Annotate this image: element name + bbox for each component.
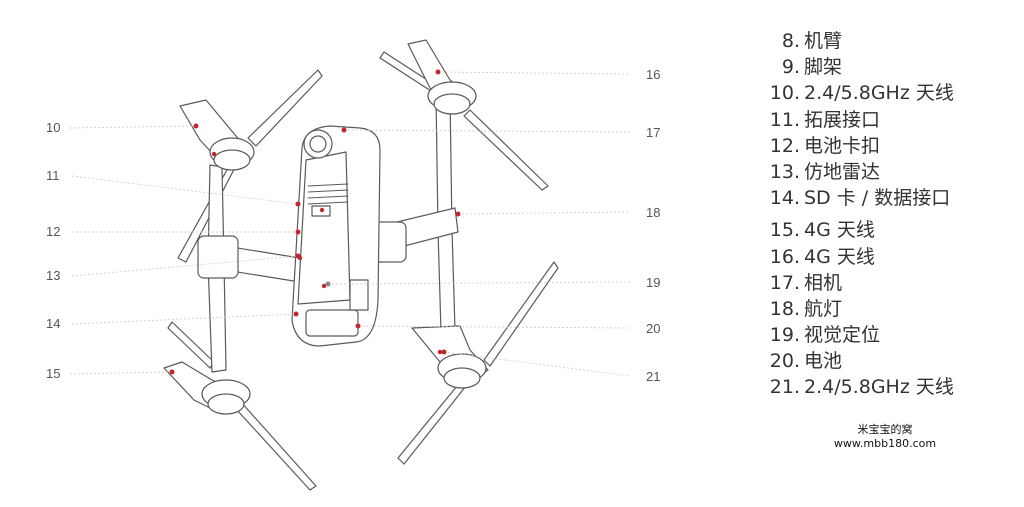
legend-num: 13.: [769, 160, 800, 183]
leader-13: [71, 255, 299, 277]
marker-extra-d: [211, 151, 217, 157]
marker-15: [169, 369, 175, 375]
legend-num: 8.: [781, 30, 800, 52]
legend-item: 15.4G 天线: [760, 217, 1010, 243]
legend-num: 12.: [769, 134, 800, 157]
marker-20: [355, 323, 361, 329]
legend-num: 16.: [769, 245, 800, 268]
battery: [305, 309, 359, 337]
legend-label: 机臂: [804, 30, 843, 52]
legend-item: 9.脚架: [760, 54, 1010, 80]
leader-20: [357, 325, 631, 329]
legend-item: 21.2.4/5.8GHz 天线: [760, 374, 1010, 400]
legend-label: 4G 天线: [804, 219, 875, 242]
callout-12: 12: [46, 224, 60, 239]
callout-17: 17: [646, 125, 660, 140]
legend-num: 10.: [769, 82, 800, 105]
body-inner: [297, 151, 351, 305]
callout-15: 15: [46, 366, 60, 381]
legend-label: 视觉定位: [804, 324, 881, 347]
legend-item: 12.电池卡扣: [760, 133, 1010, 159]
marker-16: [435, 69, 441, 75]
leader-10: [69, 125, 197, 129]
legend-num: 19.: [769, 324, 800, 347]
leader-21: [443, 351, 631, 377]
legend-num: 18.: [769, 297, 800, 320]
legend-item: 20.电池: [760, 348, 1010, 374]
legend-item: 16.4G 天线: [760, 244, 1010, 270]
legend-label: 2.4/5.8GHz 天线: [804, 376, 954, 399]
legend-num: 14.: [769, 187, 800, 210]
leader-15: [69, 371, 173, 375]
marker-extra-e: [437, 349, 443, 355]
callout-11: 11: [46, 168, 60, 183]
legend-item: 13.仿地雷达: [760, 159, 1010, 185]
legend-label: 4G 天线: [804, 245, 875, 268]
legend-label: 电池: [804, 350, 843, 373]
legend-label: 航灯: [804, 297, 843, 320]
legend-label: SD 卡 / 数据接口: [804, 187, 951, 210]
watermark-title: 米宝宝的窝: [857, 423, 913, 436]
side-panel: [349, 279, 369, 311]
motor-bottom-right: [411, 325, 489, 389]
marker-14: [293, 311, 299, 317]
callout-19: 19: [646, 275, 660, 290]
marker-12: [295, 229, 301, 235]
callout-18: 18: [646, 205, 660, 220]
marker-11: [295, 201, 301, 207]
marker-extra-a: [319, 207, 325, 213]
legend-num: 17.: [769, 271, 800, 294]
callout-16: 16: [646, 67, 660, 82]
callout-10: 10: [46, 120, 60, 135]
legend-item: 14.SD 卡 / 数据接口: [760, 185, 1010, 211]
legend-item: 11.拓展接口: [760, 107, 1010, 133]
marker-19: [325, 281, 331, 287]
callout-21: 21: [646, 369, 660, 384]
motor-bottom-left: [163, 361, 251, 415]
legend-item: 8.机臂: [760, 28, 1010, 54]
leader-16: [437, 71, 631, 75]
legend-num: 20.: [769, 350, 800, 373]
legend-label: 电池卡扣: [804, 134, 881, 157]
vents: [307, 183, 349, 205]
legend-item: 17.相机: [760, 270, 1010, 296]
legend-label: 脚架: [804, 56, 843, 79]
callout-13: 13: [46, 268, 60, 283]
legend-num: 11.: [769, 108, 800, 131]
legend-label: 相机: [804, 271, 843, 294]
legend-num: 9.: [781, 56, 800, 79]
legend-item: 10.2.4/5.8GHz 天线: [760, 80, 1010, 106]
marker-17: [341, 127, 347, 133]
legend-list: 8.机臂 9.脚架 10.2.4/5.8GHz 天线 11.拓展接口 12.电池…: [760, 28, 1010, 401]
legend-item: 19.视觉定位: [760, 322, 1010, 348]
arm-hinge-left: [197, 235, 239, 279]
motor-top-left: [179, 99, 255, 171]
marker-10: [193, 123, 199, 129]
legend-label: 拓展接口: [804, 108, 881, 131]
legend-item: 18.航灯: [760, 296, 1010, 322]
legend-label: 2.4/5.8GHz 天线: [804, 82, 954, 105]
marker-extra-b: [297, 255, 303, 261]
marker-21: [441, 349, 447, 355]
legend-num: 15.: [769, 219, 800, 242]
legend-label: 仿地雷达: [804, 160, 881, 183]
watermark-url: www.mbb180.com: [833, 437, 937, 450]
leader-14: [71, 313, 297, 325]
leader-11: [71, 175, 299, 205]
motor-top-right: [407, 39, 477, 115]
leader-18: [457, 211, 631, 215]
callout-20: 20: [646, 321, 660, 336]
drone-diagram: 10 11 12 13 14 15 16 17 18 19 20 21: [46, 39, 660, 491]
callout-14: 14: [46, 316, 60, 331]
marker-18: [455, 211, 461, 217]
marker-extra-c: [321, 283, 327, 289]
watermark: 米宝宝的窝 www.mbb180.com: [800, 423, 970, 451]
legend-num: 21.: [769, 376, 800, 399]
